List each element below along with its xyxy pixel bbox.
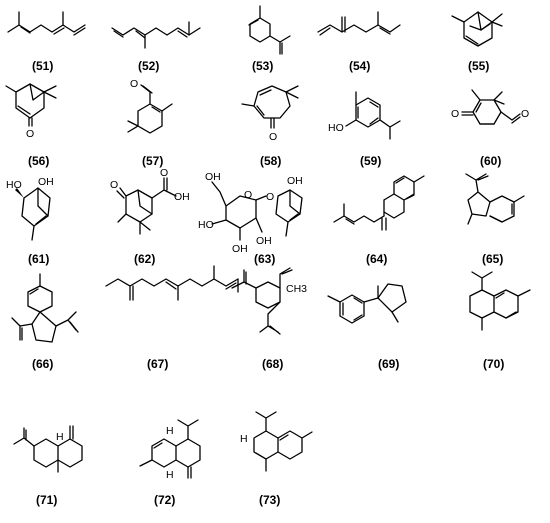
atom-O-60b: O xyxy=(521,108,529,120)
label-67: (67) xyxy=(147,357,168,371)
structure-60 xyxy=(461,89,521,125)
label-69: (69) xyxy=(378,357,399,371)
atom-OH-63d: OH xyxy=(256,235,272,247)
atom-HO-61: HO xyxy=(6,179,22,191)
label-70: (70) xyxy=(483,357,504,371)
atom-OH-63a: OH xyxy=(205,171,221,183)
label-56: (56) xyxy=(28,154,49,168)
label-51: (51) xyxy=(32,59,53,73)
structure-69 xyxy=(327,283,407,324)
structure-58 xyxy=(241,85,299,129)
atom-H-72a: H xyxy=(166,425,174,437)
label-52: (52) xyxy=(138,59,159,73)
structure-52 xyxy=(111,21,201,49)
structure-63 xyxy=(211,181,303,241)
structure-54 xyxy=(317,11,401,36)
structure-59 xyxy=(345,91,401,140)
atom-H-72b: H xyxy=(166,469,174,481)
atom-OH-63c: OH xyxy=(232,243,248,255)
label-61: (61) xyxy=(28,252,49,266)
atom-OH-61: OH xyxy=(38,176,54,188)
atom-O-63b: O xyxy=(266,191,274,203)
structure-72 xyxy=(139,419,201,479)
atom-O-57: O xyxy=(130,78,138,90)
atom-O-58: O xyxy=(269,131,277,143)
structure-70 xyxy=(469,271,531,331)
label-71: (71) xyxy=(36,493,57,507)
label-54: (54) xyxy=(349,59,370,73)
label-73: (73) xyxy=(259,493,280,507)
atom-OH-62: OH xyxy=(174,191,190,203)
atom-O-63a: O xyxy=(244,189,252,201)
structure-67 xyxy=(105,265,239,301)
structure-57 xyxy=(127,84,173,134)
atom-H-71: H xyxy=(56,431,64,443)
structure-65 xyxy=(465,173,525,225)
atom-OH-63b: OH xyxy=(287,175,303,187)
structure-73 xyxy=(253,411,313,472)
atom-O-62a: O xyxy=(110,179,118,191)
label-64: (64) xyxy=(366,252,387,266)
label-59: (59) xyxy=(360,154,381,168)
label-58: (58) xyxy=(260,154,281,168)
structure-55 xyxy=(451,11,503,47)
label-60: (60) xyxy=(480,154,501,168)
label-63: (63) xyxy=(254,252,275,266)
label-72: (72) xyxy=(154,493,175,507)
label-55: (55) xyxy=(468,59,489,73)
label-66: (66) xyxy=(32,357,53,371)
atom-HO-63: HO xyxy=(198,219,214,231)
atom-HO-59: HO xyxy=(328,122,344,134)
structure-51 xyxy=(7,11,86,36)
label-57: (57) xyxy=(142,154,163,168)
structure-66 xyxy=(11,273,79,343)
atom-O-60a: O xyxy=(451,108,459,120)
structure-71 xyxy=(13,425,83,473)
label-53: (53) xyxy=(252,59,273,73)
label-65: (65) xyxy=(482,252,503,266)
label-62: (62) xyxy=(134,252,155,266)
atom-H-73: H xyxy=(240,433,248,445)
atom-O-56: O xyxy=(26,128,34,140)
structure-56 xyxy=(5,83,57,127)
label-68: (68) xyxy=(262,357,283,371)
structure-61 xyxy=(15,187,51,241)
structure-62 xyxy=(116,177,177,235)
atom-CH3-68: CH3 xyxy=(286,283,307,295)
atom-O-62b: O xyxy=(160,167,168,179)
structure-64 xyxy=(333,175,425,231)
structure-68 xyxy=(231,267,293,335)
structure-53 xyxy=(248,5,291,55)
